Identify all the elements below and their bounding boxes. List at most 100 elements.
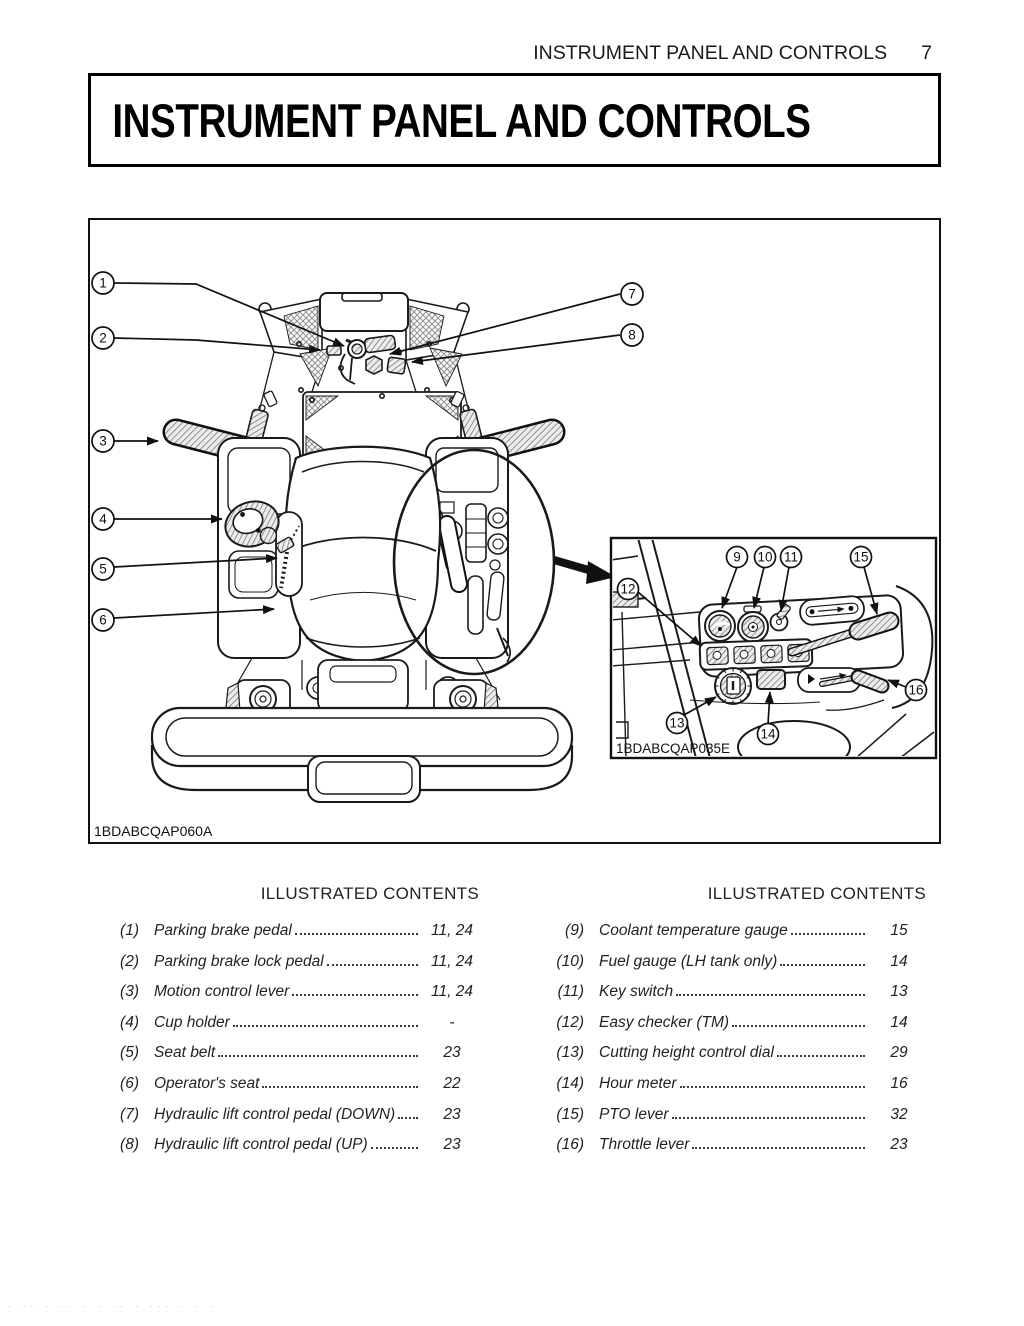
- toc-item-10: (10)Fuel gauge (LH tank only)14: [540, 953, 928, 971]
- callout-7: 7: [620, 282, 644, 306]
- svg-text:1: 1: [99, 276, 107, 291]
- toc-item-num: (9): [565, 922, 584, 939]
- main-figure-code: 1BDABCQAP060A: [94, 823, 213, 839]
- toc-item-label: Parking brake pedal: [154, 922, 292, 939]
- toc-item-label: Operator's seat: [154, 1074, 260, 1092]
- seat-belt: [275, 525, 300, 589]
- callout-bubbles: 1 2 3 4 5 6 7 8 9 10 11 12 13 14 15 16: [91, 271, 928, 746]
- toc-item-pages: 11, 24: [431, 922, 473, 939]
- toc-item-num: (15): [556, 1105, 584, 1123]
- svg-text:11: 11: [784, 550, 798, 565]
- easy-checker-panel: [698, 638, 814, 671]
- dot-leader: [262, 1085, 418, 1088]
- toc-item-num: (14): [556, 1074, 584, 1092]
- toc-item-1: (1) Parking brake pedal 11, 24: [95, 922, 481, 940]
- dot-leader: [398, 1116, 418, 1119]
- dot-leader: [326, 963, 418, 966]
- cup-holder: [224, 500, 280, 548]
- callout-3: 3: [91, 429, 115, 453]
- pedal-cluster: [326, 334, 407, 385]
- throttle-lever: [797, 667, 890, 694]
- toc-item-label: PTO lever: [599, 1105, 669, 1123]
- svg-text:5: 5: [99, 562, 107, 577]
- dot-leader: [732, 1024, 865, 1027]
- mower-body: [150, 292, 616, 803]
- operator-seat: [284, 445, 442, 663]
- dot-leader: [218, 1055, 418, 1058]
- svg-text:4: 4: [99, 512, 107, 527]
- dot-leader: [370, 1147, 418, 1150]
- coolant-temperature-gauge: [704, 610, 736, 642]
- callout-14: 14: [756, 722, 780, 746]
- callout-16: 16: [904, 678, 928, 702]
- toc-item-pages: 22: [443, 1074, 461, 1092]
- svg-text:3: 3: [99, 434, 107, 449]
- toc-item-pages: 14: [890, 952, 908, 970]
- hitch: [307, 755, 421, 803]
- cutting-height-dial: [714, 667, 752, 705]
- running-header: INSTRUMENT PANEL AND CONTROLS 7: [533, 42, 932, 65]
- contents-heading-right: ILLUSTRATED CONTENTS: [707, 884, 926, 903]
- dot-leader: [692, 1147, 865, 1150]
- pto-lever: [787, 595, 900, 657]
- toc-item-num: (7): [120, 1105, 139, 1123]
- chapter-title-banner: INSTRUMENT PANEL AND CONTROLS: [88, 73, 941, 167]
- toc-item-label: Cup holder: [154, 1013, 230, 1031]
- svg-text:12: 12: [620, 582, 635, 597]
- callout-2: 2: [91, 326, 115, 350]
- toc-item-label: Parking brake lock pedal: [154, 952, 324, 970]
- footer-fragment: · ·· · ·· · · ·· · ··· · · ·: [8, 1302, 218, 1311]
- toc-item-num: (3): [120, 983, 139, 1001]
- callout-8: 8: [620, 323, 644, 347]
- toc-item-label: Throttle lever: [599, 1136, 690, 1154]
- toc-item-pages: 23: [443, 1136, 461, 1154]
- svg-text:15: 15: [853, 550, 868, 565]
- callout-13: 13: [665, 711, 689, 735]
- toc-item-pages: 14: [890, 1013, 908, 1031]
- chapter-title: INSTRUMENT PANEL AND CONTROLS: [112, 93, 811, 147]
- toc-item-label: Hydraulic lift control pedal (UP): [154, 1136, 368, 1154]
- toc-item-label: Seat belt: [154, 1044, 216, 1062]
- dot-leader: [780, 963, 865, 966]
- dot-leader: [292, 994, 418, 997]
- callout-leaders: [113, 282, 907, 725]
- svg-text:16: 16: [908, 683, 923, 698]
- toc-item-8: (8) Hydraulic lift control pedal (UP) 23: [95, 1136, 481, 1154]
- toc-item-num: (12): [556, 1013, 584, 1031]
- toc-item-label: Cutting height control dial: [599, 1044, 774, 1062]
- toc-item-label: Key switch: [599, 983, 674, 1001]
- svg-text:6: 6: [99, 613, 107, 628]
- toc-item-pages: 23: [443, 1044, 461, 1062]
- toc-item-num: (1): [120, 922, 139, 939]
- toc-item-label: Hour meter: [599, 1074, 677, 1092]
- toc-item-pages: 13: [890, 983, 908, 1001]
- running-header-title: INSTRUMENT PANEL AND CONTROLS: [533, 42, 888, 64]
- toc-item-label: Coolant temperature gauge: [599, 922, 788, 939]
- dot-leader: [776, 1055, 865, 1058]
- dot-leader: [232, 1024, 418, 1027]
- toc-item-num: (5): [120, 1044, 139, 1062]
- running-header-page-number: 7: [921, 42, 932, 64]
- callout-5: 5: [91, 557, 115, 581]
- toc-item-label: Easy checker (TM): [599, 1013, 730, 1031]
- toc-item-pages: -: [449, 1013, 455, 1031]
- toc-item-num: (8): [120, 1136, 139, 1154]
- toc-item-pages: 23: [443, 1105, 461, 1123]
- toc-item-label: Fuel gauge (LH tank only): [599, 952, 778, 970]
- callout-12: 12: [616, 577, 640, 601]
- illustrated-contents-left: ILLUSTRATED CONTENTS (1)Parking brake pe…: [95, 884, 481, 1167]
- toc-item-7: (7)Hydraulic lift control pedal (DOWN)23: [95, 1106, 481, 1124]
- callout-10: 10: [753, 545, 777, 569]
- toc-item-label: Motion control lever: [154, 983, 290, 1001]
- figure-frame: 1 2 3 4 5 6 7 8 9 10 11 12 13 14 15 16 1…: [88, 218, 941, 844]
- toc-item-pages: 15: [890, 922, 908, 939]
- svg-text:9: 9: [733, 550, 741, 565]
- toc-item-4: (4)Cup holder-: [95, 1014, 481, 1032]
- toc-item-pages: 11, 24: [431, 983, 473, 1001]
